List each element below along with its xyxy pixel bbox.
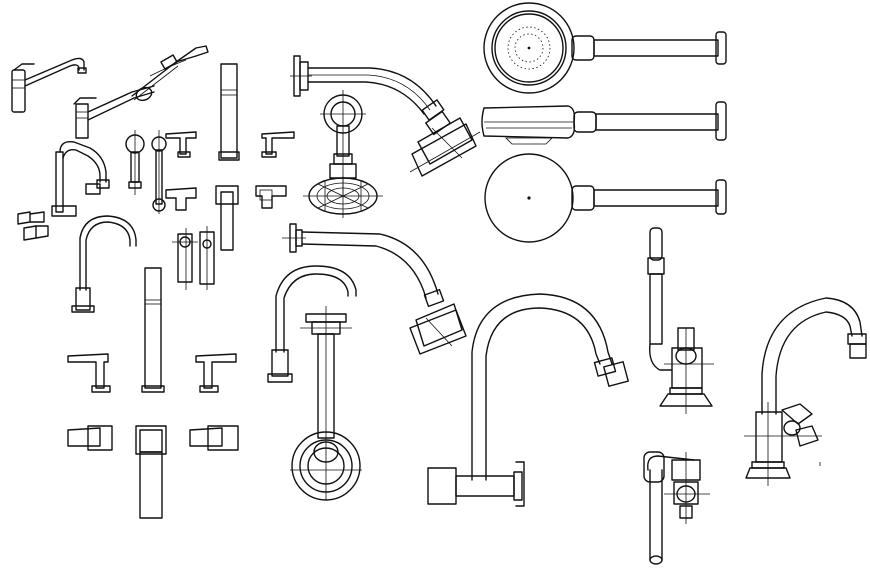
plain-shower-head-front (484, 153, 727, 243)
wall-tap-cross-handle-front (643, 451, 710, 565)
rain-shower-head-front (303, 176, 383, 218)
shower-arm-with-head-side (409, 99, 481, 177)
pillar-tap-cross-handle (647, 227, 714, 414)
tall-deck-spout-side (218, 63, 240, 161)
pedestal-column-front (290, 306, 362, 501)
bridge-spout-basin-mixer (17, 141, 110, 241)
shower-arm-angled-head (282, 223, 467, 355)
small-lever-handles (165, 131, 295, 158)
gooseneck-bar-faucet (267, 265, 357, 383)
wall-lever-knobs (125, 130, 167, 214)
wall-shower-arm-flange (290, 55, 437, 115)
deck-spout-with-hand-shower (172, 226, 215, 290)
top-view-lever-handles (67, 425, 239, 519)
single-lever-kitchen-mixer-side (11, 57, 87, 113)
wall-mounted-gooseneck-faucet (427, 293, 629, 507)
round-shower-head-front (483, 2, 727, 94)
square-lever-handles (165, 185, 287, 251)
pull-out-kitchen-mixer-side (73, 45, 209, 139)
three-hole-tub-filler (141, 267, 165, 393)
gooseneck-spout-side (71, 215, 137, 313)
lever-handles-row (67, 353, 237, 393)
shower-head-side-profile (481, 101, 727, 145)
swan-neck-cross-handle-faucet (744, 297, 867, 486)
